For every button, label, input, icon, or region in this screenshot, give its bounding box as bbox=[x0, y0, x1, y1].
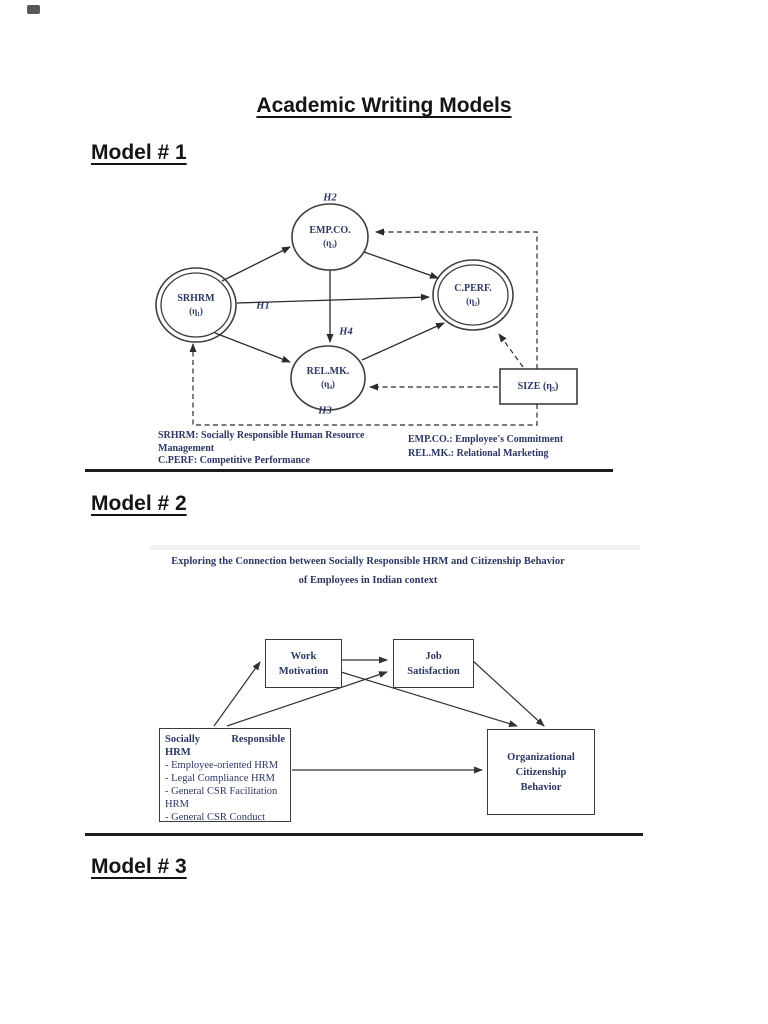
solid-path-arrows bbox=[214, 246, 445, 363]
size-node-shape bbox=[499, 368, 578, 405]
model1-heading: Model # 1 bbox=[91, 141, 187, 164]
relmk-node-shape bbox=[290, 345, 366, 411]
ocb-line3: Behavior bbox=[520, 781, 562, 793]
srhrm-box-item-2: - Legal Compliance HRM bbox=[165, 773, 275, 784]
srhrm-node-shape bbox=[155, 267, 237, 343]
model2-heading: Model # 2 bbox=[91, 492, 187, 515]
model2-figure-title-line1: Exploring the Connection between Sociall… bbox=[171, 556, 565, 567]
scan-artifact-strip bbox=[150, 545, 640, 550]
model1-figure: SRHRM (η₁) EMP.CO. (η₃) C.PERF. (η₂) REL… bbox=[150, 183, 670, 475]
hypothesis-h4: H4 bbox=[339, 326, 353, 338]
empco-eta: (η₃) bbox=[323, 238, 337, 248]
srhrm-box-word2: Responsible bbox=[231, 734, 285, 745]
model2-figure: Exploring the Connection between Sociall… bbox=[85, 545, 685, 835]
size-label: SIZE (η₅) bbox=[517, 381, 559, 392]
section-divider-2 bbox=[85, 833, 643, 836]
cperf-eta: (η₂) bbox=[466, 296, 480, 306]
cperf-node-shape bbox=[432, 259, 514, 331]
section-divider-1 bbox=[85, 469, 613, 472]
srhrm-label: SRHRM bbox=[177, 293, 215, 304]
empco-label: EMP.CO. bbox=[309, 225, 351, 236]
srhrm-box: Socially Responsible HRM - Employee-orie… bbox=[159, 728, 291, 823]
model2-figure-title-line2: of Employees in Indian context bbox=[298, 575, 438, 586]
page-title: Academic Writing Models bbox=[256, 94, 512, 117]
hypothesis-h3: H3 bbox=[318, 405, 332, 417]
empco-node: EMP.CO. (η₃) bbox=[284, 225, 376, 249]
legend-srhrm: SRHRM: Socially Responsible Human Resour… bbox=[158, 430, 365, 454]
srhrm-box-item-1: - Employee-oriented HRM bbox=[165, 760, 279, 771]
dashed-path-arrows bbox=[189, 228, 538, 426]
model3-heading: Model # 3 bbox=[91, 855, 187, 878]
ocb-line2: Citizenship bbox=[515, 766, 567, 778]
relmk-node: REL.MK. (η₄) bbox=[282, 366, 374, 390]
model1-diagram-canvas bbox=[155, 203, 578, 426]
scan-artifact-mark bbox=[27, 5, 40, 14]
job-satisfaction-line1: Job bbox=[425, 650, 442, 662]
model2-arrows bbox=[213, 656, 545, 774]
cperf-label: C.PERF. bbox=[454, 283, 492, 294]
legend-cperf: C.PERF: Competitive Performance bbox=[158, 455, 310, 466]
job-satisfaction-line2: Satisfaction bbox=[407, 665, 460, 677]
ocb-box: Organizational Citizenship Behavior bbox=[487, 729, 595, 815]
work-motivation-box: Work Motivation bbox=[265, 639, 342, 688]
cperf-node: C.PERF. (η₂) bbox=[427, 283, 519, 307]
relmk-label: REL.MK. bbox=[306, 366, 350, 377]
model1-legend-left: SRHRM: Socially Responsible Human Resour… bbox=[158, 430, 413, 468]
srhrm-box-item-4: - General CSR Conduct bbox=[165, 812, 266, 823]
srhrm-box-title-line2: HRM bbox=[165, 747, 191, 758]
srhrm-box-item-3: - General CSR Facilitation HRM bbox=[165, 786, 278, 810]
work-motivation-line1: Work bbox=[290, 650, 317, 662]
model1-legend-right: EMP.CO.: Employee's Commitment REL.MK.: … bbox=[408, 433, 643, 460]
size-node: SIZE (η₅) bbox=[492, 381, 584, 393]
work-motivation-line2: Motivation bbox=[278, 665, 329, 677]
relmk-eta: (η₄) bbox=[321, 379, 335, 389]
srhrm-box-title-line1: Socially Responsible bbox=[165, 733, 285, 746]
model2-diagram-canvas bbox=[213, 656, 545, 774]
hypothesis-h2: H2 bbox=[323, 192, 337, 204]
legend-empco: EMP.CO.: Employee's Commitment bbox=[408, 434, 564, 445]
job-satisfaction-box: Job Satisfaction bbox=[393, 639, 474, 688]
ocb-line1: Organizational bbox=[507, 751, 575, 763]
srhrm-eta: (η₁) bbox=[189, 306, 203, 316]
hypothesis-h1: H1 bbox=[256, 300, 270, 312]
legend-relmk: REL.MK.: Relational Marketing bbox=[408, 447, 549, 459]
srhrm-node: SRHRM (η₁) bbox=[150, 293, 242, 317]
srhrm-box-word1: Socially bbox=[165, 734, 201, 745]
